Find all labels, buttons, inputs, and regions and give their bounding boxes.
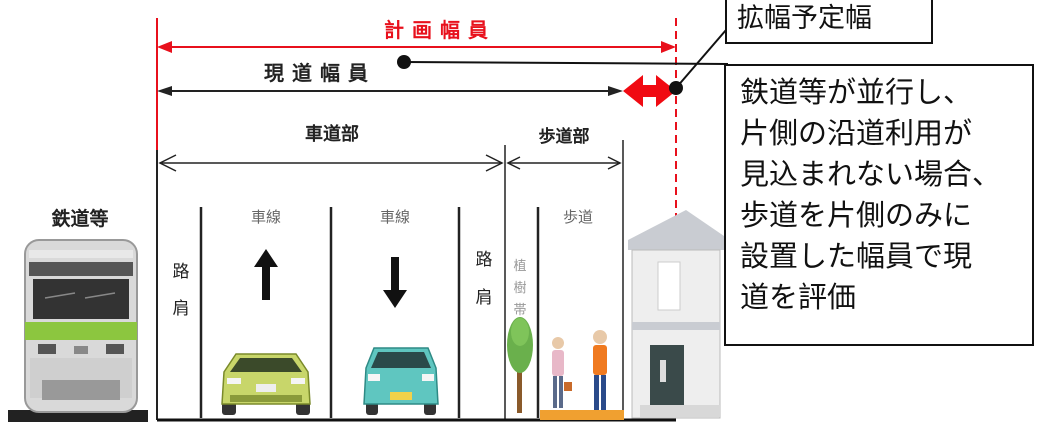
explanation-line: 設置した幅員で現 <box>740 239 973 273</box>
car-right-illustration <box>363 347 439 415</box>
lane-lines <box>199 207 540 418</box>
car-left-illustration <box>221 353 311 415</box>
explanation-line: 歩道を片側のみに <box>740 198 973 232</box>
roadway-label: 車道部 <box>305 123 359 145</box>
widening-width-callout-text: 拡幅予定幅 <box>737 3 872 34</box>
planting-strip-1: 植 <box>513 259 526 274</box>
shoulder-left-2: 肩 <box>173 299 190 319</box>
train-illustration <box>8 239 148 422</box>
planned-width-label: 計画幅員 <box>384 18 496 42</box>
planting-strip-2: 樹 <box>513 281 526 296</box>
lane-label-right: 車線 <box>380 208 410 226</box>
widening-width-callout: 拡幅予定幅 <box>725 0 933 44</box>
explanation-line: 片側の沿道利用が <box>740 116 973 150</box>
sidewalk-inner-label: 歩道 <box>563 208 593 226</box>
planting-strip-3: 帯 <box>513 303 526 318</box>
widening-width-arrow <box>623 75 676 107</box>
explanation-line: 道を評価 <box>740 280 857 314</box>
railway-label: 鉄道等 <box>51 207 108 230</box>
tree-illustration <box>507 317 533 413</box>
house-illustration <box>628 210 724 419</box>
down-arrow-icon <box>383 257 407 308</box>
current-width-dimension: 現道幅員 <box>157 61 623 96</box>
shoulder-right-1: 路 <box>476 250 493 270</box>
up-arrow-icon <box>254 249 278 300</box>
section-dimensions: 車道部 歩道部 <box>156 123 624 420</box>
sidewalk-label: 歩道部 <box>539 126 590 147</box>
explanation-line: 見込まれない場合、 <box>740 157 1002 191</box>
pedestrians-illustration <box>540 330 624 420</box>
shoulder-left-1: 路 <box>173 262 190 282</box>
shoulder-right-2: 肩 <box>476 288 493 308</box>
explanation-callout: 鉄道等が並行し、 片側の沿道利用が 見込まれない場合、 歩道を片側のみに 設置し… <box>724 64 1034 346</box>
callout-leaders <box>397 29 729 95</box>
lane-label-left: 車線 <box>251 208 281 226</box>
explanation-line: 鉄道等が並行し、 <box>740 75 973 109</box>
current-width-label: 現道幅員 <box>264 61 376 85</box>
